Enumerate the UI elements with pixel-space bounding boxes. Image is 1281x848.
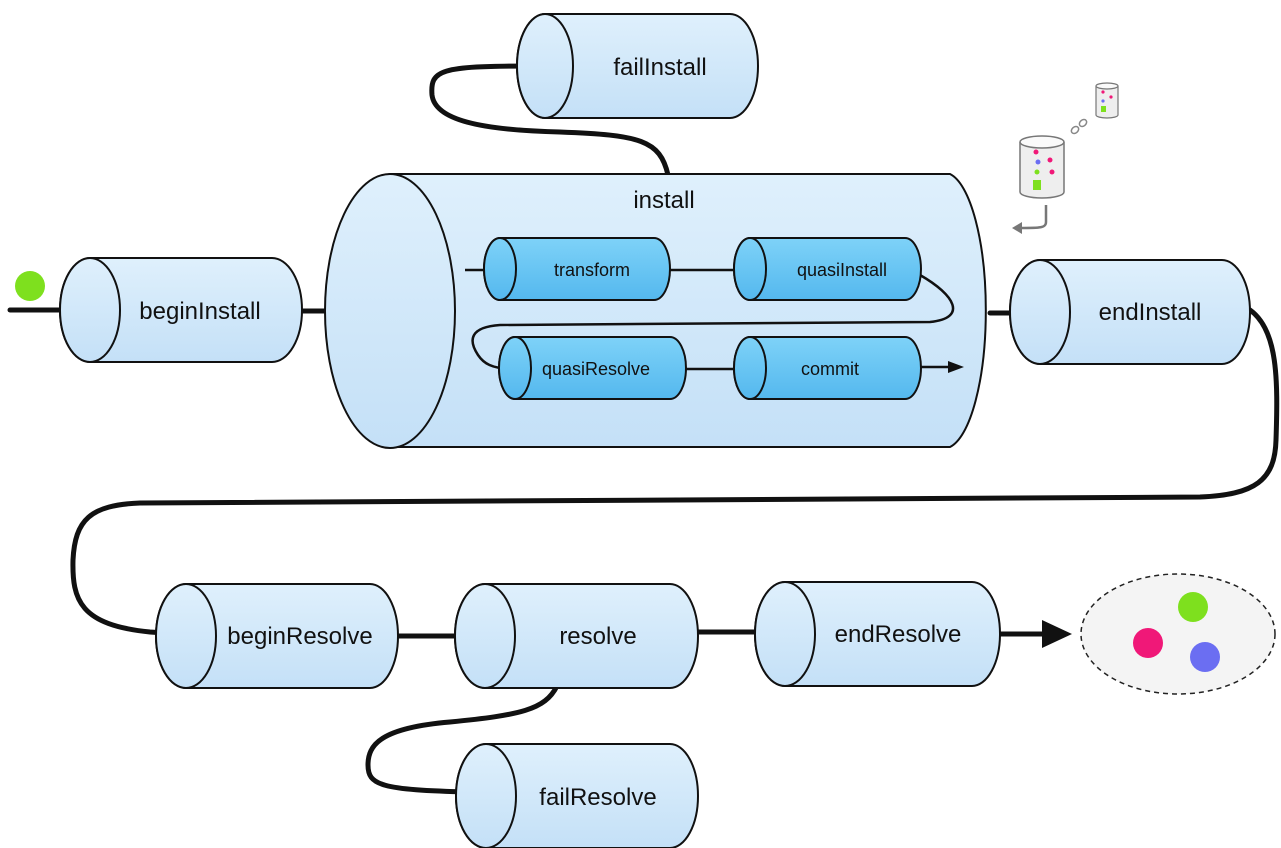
endinstall-to-beginresolve-loop xyxy=(70,307,1280,636)
result-dot-pink xyxy=(1133,628,1163,658)
stage-failresolve[interactable]: failResolve xyxy=(455,743,699,848)
resolve-to-failresolve-curve xyxy=(365,683,560,795)
substage-transform-label: transform xyxy=(554,260,630,280)
small-database-icon xyxy=(1095,82,1119,119)
stage-endinstall-label: endInstall xyxy=(1099,299,1202,326)
stage-install-label: install xyxy=(633,187,694,214)
substage-quasiresolve[interactable]: quasiResolve xyxy=(498,336,687,400)
substage-quasiresolve-label: quasiResolve xyxy=(542,359,650,379)
curved-arrow-icon xyxy=(1012,205,1048,234)
start-dot xyxy=(15,271,45,301)
substage-commit-label: commit xyxy=(801,359,859,379)
stage-endresolve[interactable]: endResolve xyxy=(754,581,1001,687)
chain-link-icon xyxy=(1070,118,1088,135)
database-icon xyxy=(1019,135,1065,199)
substage-quasiinstall[interactable]: quasiInstall xyxy=(733,237,922,301)
result-dot-green xyxy=(1178,592,1208,622)
stage-begininstall[interactable]: beginInstall xyxy=(59,257,303,363)
stage-failinstall-label: failInstall xyxy=(613,54,706,81)
stage-begininstall-label: beginInstall xyxy=(139,298,260,325)
stage-resolve-label: resolve xyxy=(559,623,636,650)
result-pool xyxy=(1080,573,1276,695)
stage-endresolve-label: endResolve xyxy=(835,621,962,648)
stage-failresolve-label: failResolve xyxy=(539,784,656,811)
stage-endinstall[interactable]: endInstall xyxy=(1009,259,1251,365)
stage-resolve[interactable]: resolve xyxy=(454,583,699,689)
install-to-failinstall-curve xyxy=(429,63,671,178)
substage-transform[interactable]: transform xyxy=(483,237,671,301)
stage-failinstall[interactable]: failInstall xyxy=(516,13,759,119)
pool-arrowhead xyxy=(1042,620,1072,648)
result-dot-blue xyxy=(1190,642,1220,672)
substage-commit[interactable]: commit xyxy=(733,336,922,400)
substage-quasiinstall-label: quasiInstall xyxy=(797,260,887,280)
stage-install[interactable]: install xyxy=(324,173,987,449)
stage-beginresolve-label: beginResolve xyxy=(227,623,372,650)
stage-beginresolve[interactable]: beginResolve xyxy=(155,583,399,689)
